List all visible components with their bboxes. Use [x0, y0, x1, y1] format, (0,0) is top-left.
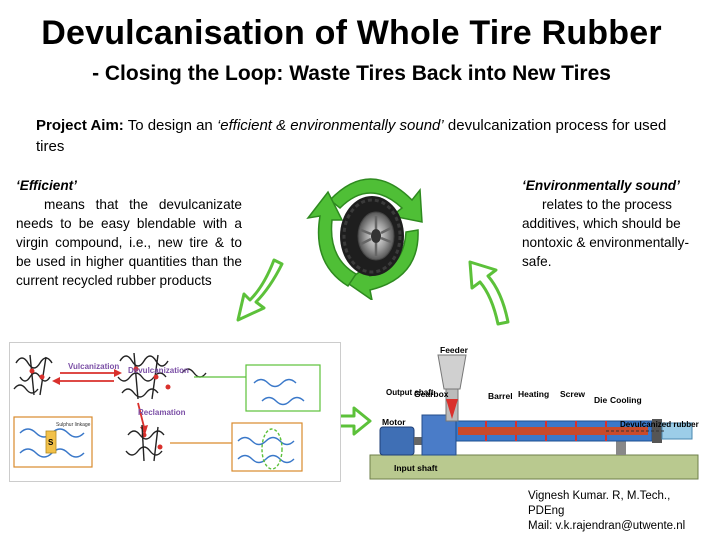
title-text: Devulcanisation of Whole Tire Rubber [41, 14, 662, 52]
recycle-arrow-left [306, 190, 358, 288]
extruder-diagram: Feeder Output shaft Gearbox Barrel Heati… [366, 345, 700, 483]
cooling-label: Cooling [610, 395, 642, 405]
output-shaft-label: Output shaft [386, 388, 434, 397]
page-subtitle: - Closing the Loop: Waste Tires Back int… [92, 62, 611, 85]
chemistry-diagram-graphic: Vulcanization Devulcanization Reclamatio… [13, 352, 321, 472]
project-aim: Project Aim: To design an ‘efficient & e… [36, 115, 676, 157]
devulcanization-inset [245, 364, 321, 412]
polymer-network-left [13, 354, 53, 396]
efficient-definition: ‘Efficient’ means that the devulcanizate… [16, 176, 242, 290]
recycle-arrow-top [328, 178, 423, 223]
extruder-base [369, 454, 699, 480]
feeder [437, 354, 467, 390]
page-title: Devulcanisation of Whole Tire Rubber [0, 14, 703, 53]
author-mail[interactable]: Mail: v.k.rajendran@utwente.nl [528, 520, 686, 532]
left-curved-arrow [236, 258, 284, 322]
barrel-label: Barrel [488, 391, 513, 401]
right-curved-arrow [468, 260, 510, 326]
sulphur-s-label: S [48, 438, 54, 447]
aim-label: Project Aim: [36, 117, 124, 134]
environment-heading: ‘Environmentally sound’ [522, 178, 680, 193]
motor-label: Motor [382, 417, 406, 427]
gearbox [421, 414, 457, 456]
feeder-label: Feeder [440, 345, 469, 355]
chemistry-diagram: Vulcanization Devulcanization Reclamatio… [9, 342, 341, 482]
input-shaft-label: Input shaft [394, 463, 438, 473]
gearbox-label: Gearbox [414, 389, 449, 399]
aim-text-a: To design an [123, 117, 217, 134]
recycle-tire-graphic [306, 178, 423, 300]
crosslinks [29, 366, 171, 450]
motor [379, 426, 415, 456]
author-info: Vignesh Kumar. R, M.Tech., PDEng Mail: v… [528, 489, 703, 534]
aim-emphasis: ‘efficient & environmentally sound’ [216, 117, 444, 134]
reclamation-label: Reclamation [138, 408, 186, 417]
aim-text-b: devulcanization process for used tires [36, 117, 667, 155]
reclamation-inset [231, 422, 303, 472]
extruder-graphic: Feeder Output shaft Gearbox Barrel Heati… [369, 345, 699, 480]
feed-arrow [446, 399, 458, 419]
efficient-heading: ‘Efficient’ [16, 178, 77, 193]
devulcanization-label: Devulcanization [128, 366, 189, 375]
efficient-body: means that the devulcanizate needs to be… [16, 197, 242, 288]
devulcanized-rubber-label: Devulcanized rubber [620, 420, 699, 429]
tire-icon [340, 196, 404, 276]
heating-label: Heating [518, 389, 549, 399]
die-label: Die [594, 395, 608, 405]
polymer-network-lower [125, 424, 165, 462]
environment-definition: ‘Environmentally sound’ relates to the p… [522, 176, 698, 271]
vulcanization-label: Vulcanization [68, 362, 119, 371]
author-name: Vignesh Kumar. R, M.Tech., PDEng [528, 490, 671, 517]
screw [458, 427, 648, 435]
polymer-network-middle [117, 352, 207, 400]
screw-label: Screw [560, 389, 585, 399]
sulphur-linkage-label: Sulphur linkage [56, 422, 91, 428]
environment-body: relates to the process additives, which … [522, 197, 689, 269]
